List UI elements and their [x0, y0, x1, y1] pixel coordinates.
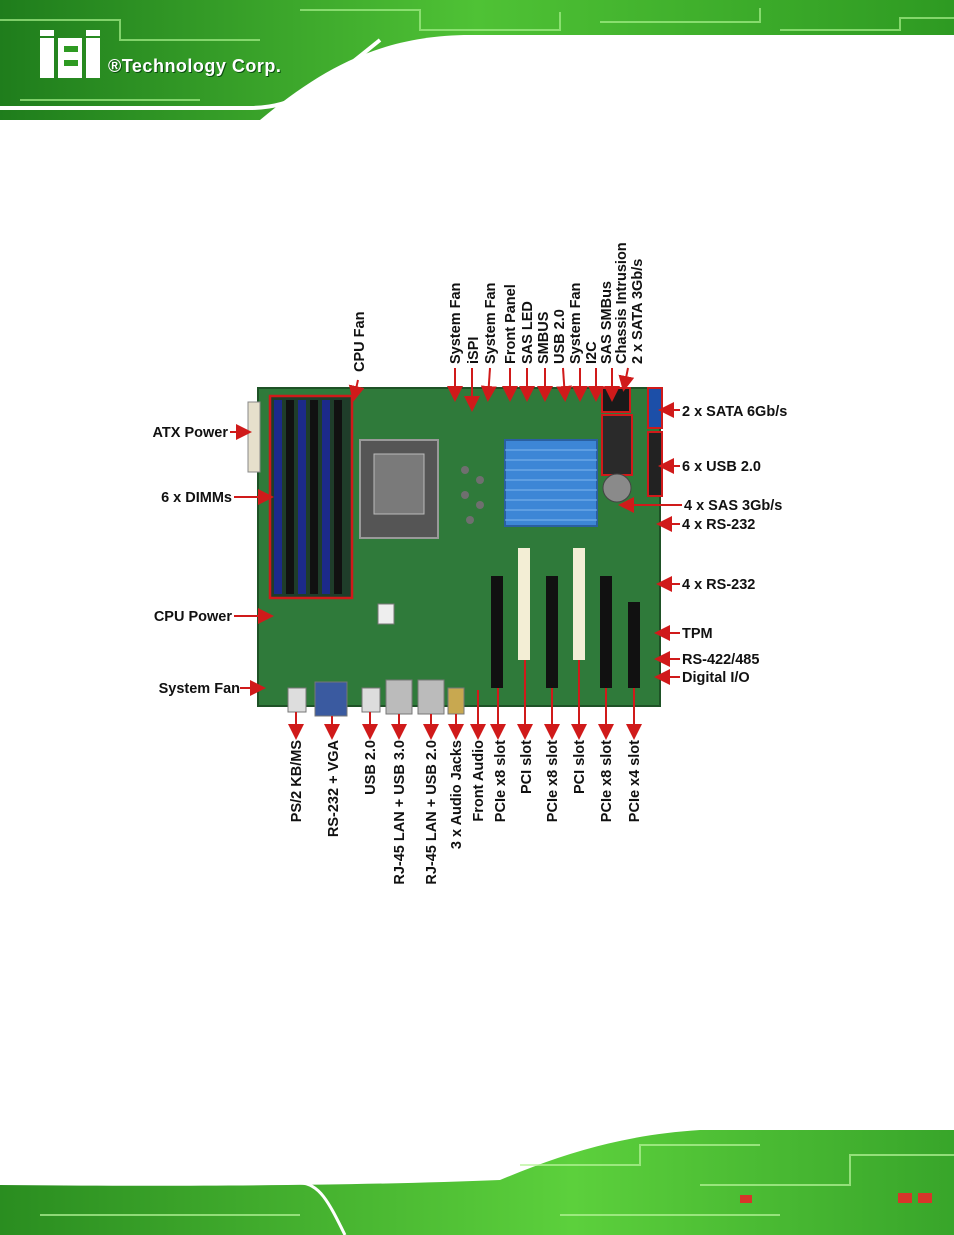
label-system-fan-top-3: System Fan	[568, 283, 584, 364]
brand-name: ®Technology Corp.	[108, 56, 282, 76]
footer-banner	[0, 1130, 954, 1235]
expansion-slots	[491, 548, 640, 688]
label-pcie-x8-slot-2: PCIe x8 slot	[545, 740, 561, 822]
header-banner	[0, 0, 954, 120]
label-2x-sata-6gbs: 2 x SATA 6Gb/s	[682, 404, 787, 420]
label-4x-rs232-1: 4 x RS-232	[682, 517, 755, 533]
motherboard-board	[247, 387, 663, 717]
label-front-audio: Front Audio	[471, 740, 487, 822]
label-sas-smbus: SAS SMBus	[599, 281, 615, 364]
right-labels: 2 x SATA 6Gb/s 6 x USB 2.0 4 x SAS 3Gb/s…	[682, 404, 787, 686]
label-smbus: SMBUS	[536, 311, 552, 364]
arrows	[230, 367, 682, 740]
atx-power-connector	[247, 401, 261, 473]
label-atx-power: ATX Power	[153, 425, 229, 441]
label-digital-io: Digital I/O	[682, 670, 750, 686]
label-front-panel: Front Panel	[503, 284, 519, 364]
cpu-socket	[359, 439, 439, 539]
chipset-heatsink	[504, 439, 598, 527]
label-2x-sata-3gbs: 2 x SATA 3Gb/s	[630, 259, 646, 364]
label-cpu-power: CPU Power	[154, 609, 233, 625]
label-rj45-lan-usb2: RJ-45 LAN + USB 2.0	[424, 740, 440, 885]
top-labels: CPU Fan System Fan iSPI System Fan Front…	[352, 242, 646, 372]
label-rs232-vga: RS-232 + VGA	[326, 739, 342, 837]
label-pcie-x8-slot-1: PCIe x8 slot	[493, 740, 509, 822]
label-4x-rs232-2: 4 x RS-232	[682, 577, 755, 593]
label-pci-slot-1: PCI slot	[519, 740, 535, 794]
label-6x-usb-2-0: 6 x USB 2.0	[682, 459, 761, 475]
label-rj45-lan-usb3: RJ-45 LAN + USB 3.0	[392, 740, 408, 885]
dimm-slots	[268, 394, 354, 600]
label-4x-sas-3gbs: 4 x SAS 3Gb/s	[684, 498, 782, 514]
label-system-fan-left: System Fan	[159, 681, 240, 697]
label-system-fan-top-1: System Fan	[448, 283, 464, 364]
label-usb-2-0-bottom: USB 2.0	[363, 740, 379, 795]
label-3x-audio-jacks: 3 x Audio Jacks	[449, 740, 465, 849]
label-usb-2-0-top: USB 2.0	[552, 309, 568, 364]
label-tpm: TPM	[682, 626, 713, 642]
label-rs422-485: RS-422/485	[682, 652, 759, 668]
label-pci-slot-2: PCI slot	[572, 740, 588, 794]
label-pcie-x8-slot-3: PCIe x8 slot	[599, 740, 615, 822]
label-system-fan-top-2: System Fan	[483, 283, 499, 364]
iei-logo-icon	[40, 30, 100, 78]
label-sas-led: SAS LED	[520, 301, 536, 364]
bottom-labels: PS/2 KB/MS RS-232 + VGA USB 2.0 RJ-45 LA…	[289, 739, 643, 884]
label-chassis-intrusion: Chassis Intrusion	[614, 242, 630, 364]
label-pcie-x4-slot: PCIe x4 slot	[627, 740, 643, 822]
label-6x-dimms: 6 x DIMMs	[161, 490, 232, 506]
label-ps2-kbms: PS/2 KB/MS	[289, 740, 305, 823]
label-ispi: iSPI	[466, 337, 482, 364]
left-labels: ATX Power 6 x DIMMs CPU Power System Fan	[153, 425, 240, 697]
label-i2c: I2C	[584, 341, 600, 364]
label-cpu-fan: CPU Fan	[352, 312, 368, 372]
